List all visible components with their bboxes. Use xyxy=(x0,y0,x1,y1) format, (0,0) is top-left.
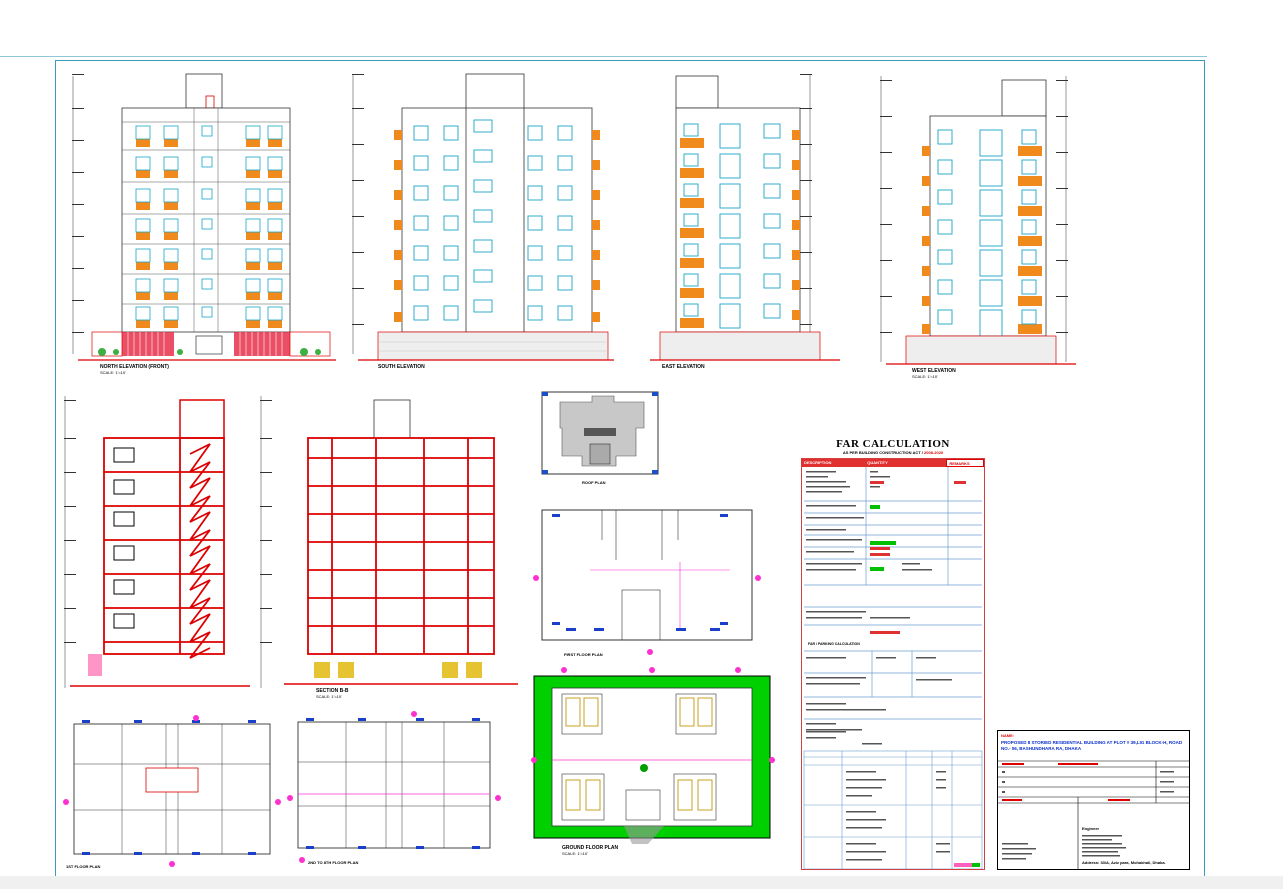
far-zoning-section: FAR / PARKING CALCULATION xyxy=(808,642,860,646)
title-block-engineer-label: Engineer xyxy=(1082,826,1100,831)
ground-floor-plan-scale: SCALE: 1'=10' xyxy=(562,851,588,856)
typical-plan-left-drawing: 1ST FLOOR PLAN xyxy=(63,715,281,869)
east-elevation-title: EAST ELEVATION xyxy=(662,364,705,370)
svg-text:ROOF PLAN: ROOF PLAN xyxy=(582,480,606,485)
section-bb-drawing xyxy=(260,396,518,688)
top-frame-line xyxy=(0,56,1207,57)
far-title: FAR CALCULATION xyxy=(836,438,950,450)
bottom-strip xyxy=(0,876,1283,889)
far-subtitle-highlight: 2008-2020 xyxy=(924,450,944,455)
roof-plan-drawing: ROOF PLAN xyxy=(541,391,659,485)
title-block: NAME: PROPOSED 8 STORIED RESIDENTIAL BUI… xyxy=(997,730,1190,870)
south-elevation-label: SOUTH ELEVATION xyxy=(378,364,425,370)
north-elevation-title: NORTH ELEVATION (FRONT) xyxy=(100,364,169,370)
far-subtitle: AS PER BUILDING CONSTRUCTION ACT / 2008-… xyxy=(801,450,985,456)
west-elevation-scale: SCALE: 1'=10' xyxy=(912,374,938,379)
section-bb-scale: SCALE: 1'=10' xyxy=(316,694,342,699)
title-block-address: Address: 33/A, Aziz para, Mohakhali, Dha… xyxy=(1082,860,1166,865)
far-table-rows: FAR / PARKING CALCULATION xyxy=(803,467,983,869)
east-elevation-label: EAST ELEVATION xyxy=(662,364,705,370)
section-a-drawing xyxy=(64,396,250,688)
far-calculation-panel: FAR CALCULATION AS PER BUILDING CONSTRUC… xyxy=(801,438,985,870)
title-block-project-title: PROPOSED 8 STORIED RESIDENTIAL BUILDING … xyxy=(1001,740,1183,751)
west-elevation-drawing xyxy=(880,76,1076,365)
south-elevation-title: SOUTH ELEVATION xyxy=(378,364,425,370)
svg-text:FIRST FLOOR PLAN: FIRST FLOOR PLAN xyxy=(564,652,603,657)
far-table-header: DESCRIPTION QUANTITY REMARKS xyxy=(802,459,984,467)
ground-parking-plan-drawing xyxy=(531,667,775,844)
section-bb-title: SECTION B-B xyxy=(316,688,349,694)
title-block-grid xyxy=(998,760,1190,869)
section-bb-label: SECTION B-B SCALE: 1'=10' xyxy=(316,688,349,700)
far-header-remarks: REMARKS xyxy=(946,459,984,467)
south-elevation-drawing xyxy=(352,73,614,361)
north-elevation-drawing xyxy=(72,73,336,361)
west-elevation-label: WEST ELEVATION SCALE: 1'=10' xyxy=(912,368,956,380)
west-elevation-title: WEST ELEVATION xyxy=(912,368,956,374)
far-table: DESCRIPTION QUANTITY REMARKS xyxy=(801,458,985,870)
ground-floor-plan-title: GROUND FLOOR PLAN xyxy=(562,845,619,851)
title-block-name-label: NAME: xyxy=(1001,733,1015,738)
far-header-quantity: QUANTITY xyxy=(865,459,947,467)
far-header-description: DESCRIPTION xyxy=(802,459,866,467)
far-subtitle-text: AS PER BUILDING CONSTRUCTION ACT / xyxy=(842,450,923,455)
typical-floor-plan-drawing: FIRST FLOOR PLAN xyxy=(533,509,761,657)
typical-plan-right-drawing: 2ND TO 8TH FLOOR PLAN xyxy=(287,711,501,865)
svg-text:1ST FLOOR PLAN: 1ST FLOOR PLAN xyxy=(66,864,101,869)
north-elevation-scale: SCALE: 1'=10' xyxy=(100,370,126,375)
svg-text:2ND TO 8TH FLOOR PLAN: 2ND TO 8TH FLOOR PLAN xyxy=(308,860,358,865)
north-elevation-label: NORTH ELEVATION (FRONT) SCALE: 1'=10' xyxy=(100,364,169,376)
ground-floor-plan-label: GROUND FLOOR PLAN SCALE: 1'=10' xyxy=(562,845,618,857)
east-elevation-drawing xyxy=(650,74,840,361)
